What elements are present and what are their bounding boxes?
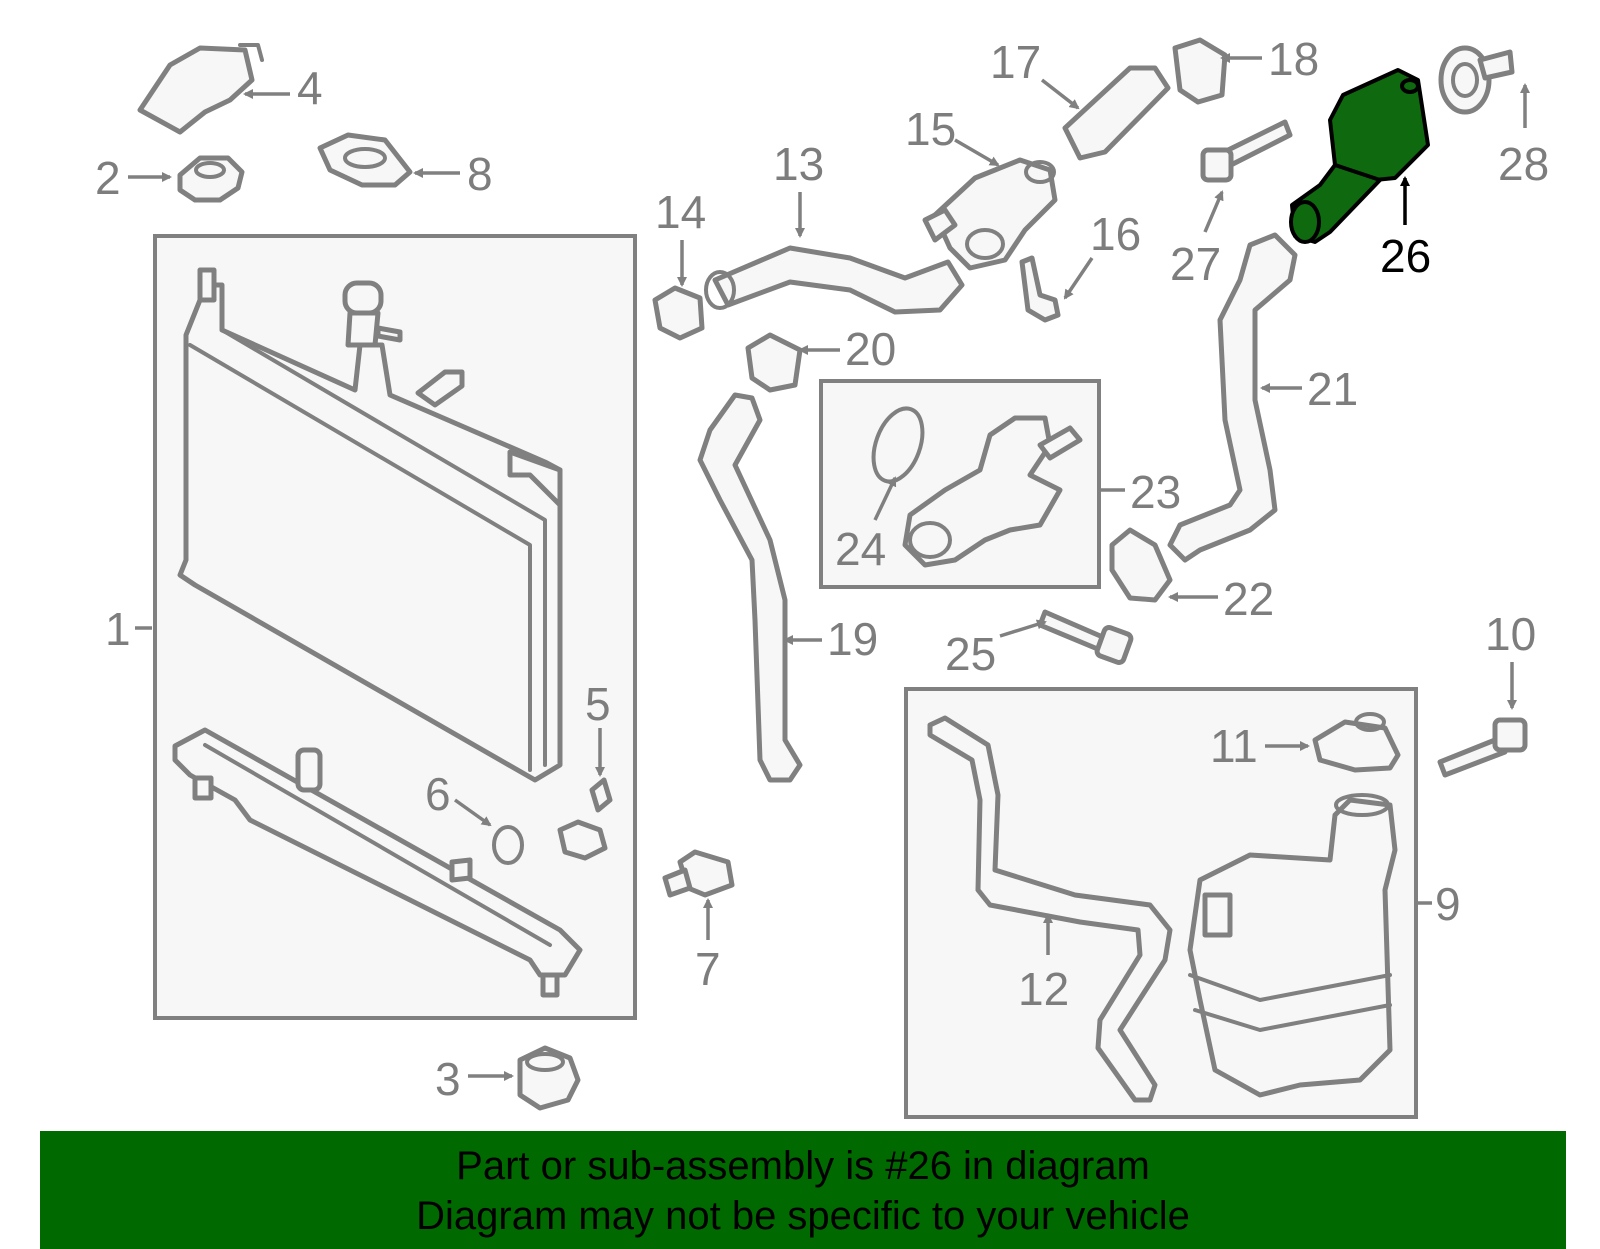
callout-14: 14 xyxy=(655,186,706,238)
callout-6: 6 xyxy=(425,768,451,820)
bolt-27-part xyxy=(1200,119,1293,183)
upper-hose-part xyxy=(712,245,965,315)
callout-19: 19 xyxy=(827,613,878,665)
clamp-14-part xyxy=(652,285,705,341)
callout-25: 25 xyxy=(945,628,996,680)
lower-tank-part xyxy=(172,727,583,998)
callout-24: 24 xyxy=(835,523,886,575)
thermostat-housing-part xyxy=(902,415,1083,568)
callout-28: 28 xyxy=(1498,138,1549,190)
callout-4: 4 xyxy=(297,62,323,114)
callout-15: 15 xyxy=(905,103,956,155)
callout-21: 21 xyxy=(1307,363,1358,415)
callout-10: 10 xyxy=(1485,608,1536,660)
callout-16: 16 xyxy=(1090,208,1141,260)
clamp-20-part xyxy=(745,332,803,393)
gasket-part xyxy=(871,406,925,484)
callout-27: 27 xyxy=(1170,238,1221,290)
callout-3: 3 xyxy=(435,1053,461,1105)
callout-7: 7 xyxy=(695,943,721,995)
fan-switch-part xyxy=(662,849,735,898)
temp-sensor-part xyxy=(557,777,613,861)
callout-20: 20 xyxy=(845,323,896,375)
drain-plug-part xyxy=(517,1045,581,1111)
banner-line-1: Part or sub-assembly is #26 in diagram xyxy=(456,1144,1150,1188)
radiator-cover-part xyxy=(137,43,264,135)
lower-hose-part xyxy=(697,392,803,783)
radiator-part xyxy=(177,267,563,783)
o-ring-part xyxy=(492,825,524,865)
callout-8: 8 xyxy=(467,148,493,200)
callout-23: 23 xyxy=(1130,466,1181,518)
bypass-hose-part xyxy=(1019,255,1061,323)
bolt-25-part xyxy=(1037,609,1134,665)
reservoir-hose-part xyxy=(927,715,1173,1103)
thermostat-part xyxy=(1438,45,1515,115)
callout-5: 5 xyxy=(585,678,611,730)
banner-line-2: Diagram may not be specific to your vehi… xyxy=(416,1194,1190,1238)
callout-18: 18 xyxy=(1268,33,1319,85)
callout-1: 1 xyxy=(105,603,131,655)
hose-17-part xyxy=(1062,65,1171,161)
callout-labels: 1 2 3 4 5 6 7 8 9 10 11 12 13 14 15 16 1 xyxy=(95,33,1549,1105)
water-inlet-highlighted-part xyxy=(1289,68,1430,244)
mount-bracket-part xyxy=(317,132,413,188)
water-outlet-part xyxy=(922,157,1058,271)
callout-9: 9 xyxy=(1435,878,1461,930)
reservoir-tank-part xyxy=(1187,793,1398,1098)
clamp-22-part xyxy=(1109,527,1173,603)
cap-seat-part xyxy=(177,155,245,203)
callout-13: 13 xyxy=(773,138,824,190)
bolt-10-part xyxy=(1437,717,1528,778)
callout-2: 2 xyxy=(95,152,121,204)
callout-26: 26 xyxy=(1380,230,1431,282)
callout-22: 22 xyxy=(1223,573,1274,625)
clamp-18-part xyxy=(1172,37,1228,105)
reservoir-cap-part xyxy=(1312,712,1401,773)
info-banner: Part or sub-assembly is #26 in diagram D… xyxy=(40,1131,1566,1249)
callout-11: 11 xyxy=(1210,720,1258,772)
callout-17: 17 xyxy=(990,36,1041,88)
hose-21-part xyxy=(1167,232,1298,563)
callout-12: 12 xyxy=(1018,963,1069,1015)
